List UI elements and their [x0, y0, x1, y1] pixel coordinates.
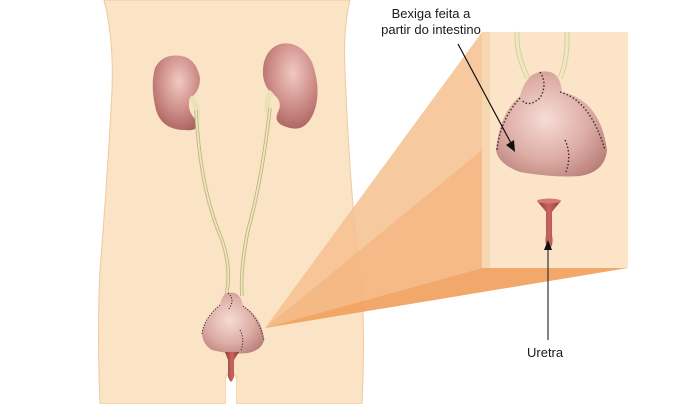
inset-neobladder: [496, 71, 607, 177]
label-bexiga-line1: Bexiga feita a: [391, 6, 471, 21]
pointer-lines: [457, 43, 552, 340]
ureters: [194, 107, 272, 297]
label-bexiga-line2: partir do intestino: [381, 22, 481, 37]
label-bexiga: Bexiga feita a partir do intestino: [375, 6, 487, 38]
right-kidney: [262, 43, 318, 129]
neobladder: [201, 292, 265, 382]
arrowhead-bexiga: [506, 140, 515, 152]
inset-urethra: [537, 201, 561, 250]
label-uretra: Uretra: [527, 345, 564, 360]
arrowhead-uretra: [544, 240, 552, 250]
zoom-cone: [265, 32, 628, 328]
inset-panel: [482, 31, 628, 268]
